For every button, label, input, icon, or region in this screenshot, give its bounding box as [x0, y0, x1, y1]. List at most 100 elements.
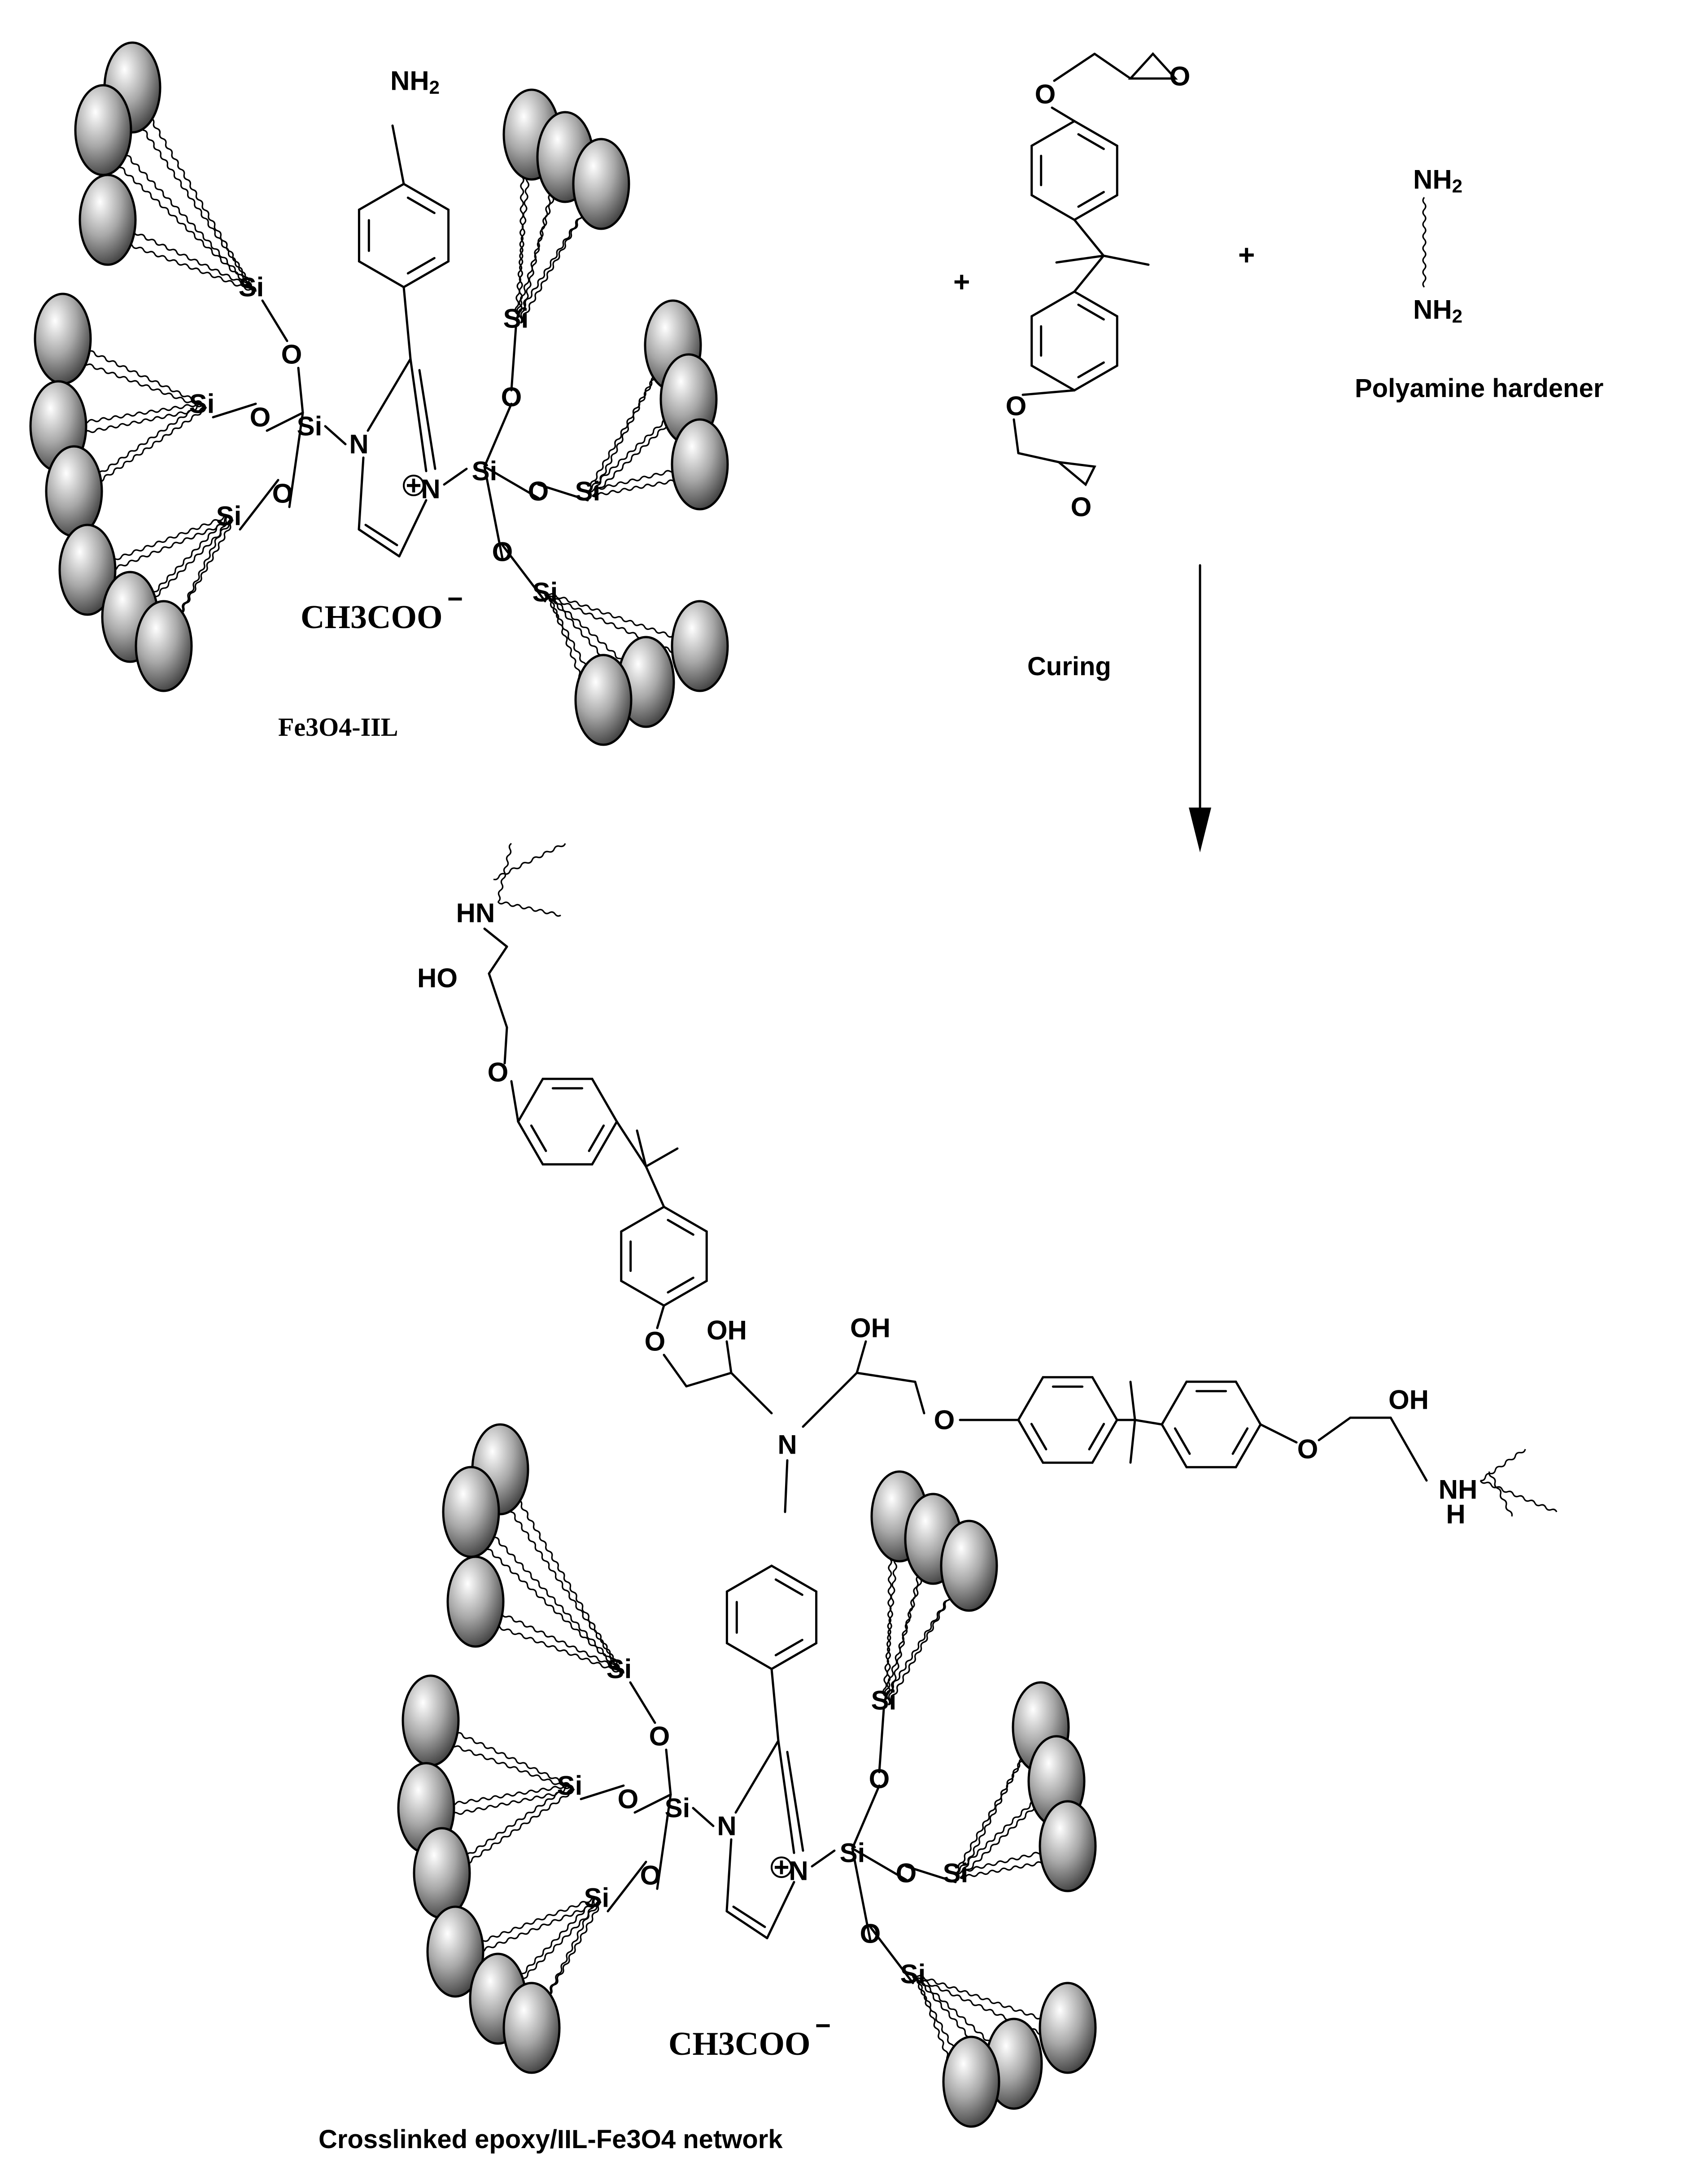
bond	[580, 1784, 625, 1800]
wavy-linker	[888, 1578, 960, 1706]
oxygen-left-1: O	[250, 402, 271, 432]
bond	[645, 1147, 679, 1168]
bond	[869, 1926, 914, 1984]
product-label: Crosslinked epoxy/IIL-Fe3O4 network	[319, 2125, 783, 2154]
bond	[855, 1340, 867, 1374]
network-ring-3	[1017, 1376, 1118, 1464]
bond	[409, 358, 428, 472]
bond	[786, 1751, 804, 1852]
imidazolium-ring	[358, 286, 436, 558]
bond	[1073, 254, 1105, 293]
wavy-linker	[917, 1978, 1060, 2042]
wavy-linker	[500, 1468, 620, 1669]
bond	[1129, 1419, 1136, 1464]
bond	[1055, 254, 1105, 264]
oxygen-right-2: O	[492, 537, 513, 567]
ether-oxygen-1: O	[488, 1057, 509, 1088]
ether-oxygen-2: O	[645, 1327, 666, 1357]
oxygen-right-1: O	[896, 1858, 917, 1888]
wavy-linker	[1480, 1480, 1558, 1512]
bond	[914, 1380, 925, 1415]
ether-oxygen-4: O	[1297, 1434, 1318, 1464]
epoxide-oxygen-bottom: O	[1071, 492, 1092, 522]
fe3o4-nanoparticle	[402, 1674, 460, 1767]
imidazolium-n1: N	[717, 1811, 736, 1841]
hardener-amine-bottom: NH2	[1413, 295, 1462, 327]
ether-oxygen-bottom: O	[1006, 391, 1027, 421]
bond	[398, 499, 428, 558]
oxygen-right-1: O	[528, 476, 549, 507]
hardener-amine-top: NH2	[1413, 165, 1462, 197]
bond	[725, 1838, 733, 1913]
counter-charge-top: −	[447, 584, 463, 614]
cation-charge: +	[406, 471, 421, 501]
bond	[851, 1847, 908, 1881]
bond	[1129, 1380, 1136, 1421]
fe3o4-nanoparticle	[413, 1827, 471, 1919]
bond	[212, 402, 257, 419]
nh-left: HN	[456, 898, 495, 928]
fe3o4-nanoparticle	[671, 600, 729, 692]
bond	[784, 1459, 789, 1513]
fe3o4-nanoparticle	[426, 1905, 484, 1998]
bond	[510, 326, 517, 392]
bond	[636, 1129, 647, 1168]
bond	[615, 1120, 647, 1168]
bond	[266, 411, 304, 432]
bond	[488, 945, 508, 975]
bond	[1318, 1416, 1352, 1441]
bond	[725, 1910, 768, 1939]
wavy-linker	[1480, 1449, 1526, 1481]
fe3o4-nanoparticle	[446, 1555, 505, 1648]
hydroxyl-2: OH	[707, 1315, 747, 1345]
fe3o4-nanoparticle	[34, 293, 92, 385]
bond	[692, 1807, 715, 1827]
oxygen-left-0: O	[649, 1721, 670, 1752]
bond	[488, 972, 508, 1029]
wavy-linker	[493, 843, 566, 881]
wavy-linker	[103, 129, 252, 288]
wavy-linker	[94, 143, 257, 292]
phenyl-ring	[725, 1564, 818, 1670]
nh-right: NH	[1439, 1475, 1478, 1505]
epoxide-ring-top	[1128, 52, 1178, 80]
bond	[358, 456, 365, 531]
wavy-linker	[520, 197, 593, 324]
epoxide-ring-bottom	[1055, 460, 1096, 486]
wavy-linker	[471, 1511, 620, 1669]
fe3o4-iil-label: Fe3O4-IIL	[278, 712, 398, 742]
cation-charge: +	[773, 1852, 789, 1883]
fe3o4-nanoparticle	[1039, 1982, 1097, 2074]
bond	[802, 1372, 858, 1428]
hydroxyl-4: OH	[1388, 1385, 1429, 1415]
bond	[730, 1372, 773, 1415]
counter-ion-top: CH3COO	[301, 599, 443, 636]
plus-sign-1: +	[953, 266, 970, 298]
bond	[358, 528, 401, 558]
dgeba-ring-upper	[1030, 120, 1118, 221]
bond	[483, 927, 508, 948]
bond	[855, 1372, 917, 1383]
bond	[324, 425, 347, 446]
wavy-linker	[498, 843, 512, 903]
bond	[503, 1026, 508, 1065]
bond	[239, 479, 279, 531]
fe3o4-nanoparticle	[502, 1982, 561, 2074]
fe3o4-nanoparticle	[442, 1466, 500, 1558]
cation-charge-circle	[403, 475, 424, 496]
bond	[629, 1681, 656, 1724]
fe3o4-nanoparticle	[572, 138, 630, 230]
counter-ion-bottom: CH3COO	[668, 2026, 811, 2062]
reaction-arrow	[1189, 564, 1211, 852]
bond	[510, 1080, 519, 1123]
bond	[1073, 218, 1105, 257]
oxygen-right-2: O	[860, 1919, 881, 1949]
fe3o4-nanoparticle	[135, 600, 193, 692]
tertiary-amine: N	[777, 1430, 797, 1460]
cation-charge-circle	[771, 1856, 792, 1878]
hardener-chain	[1422, 197, 1427, 288]
ether-oxygen-top: O	[1035, 79, 1056, 109]
